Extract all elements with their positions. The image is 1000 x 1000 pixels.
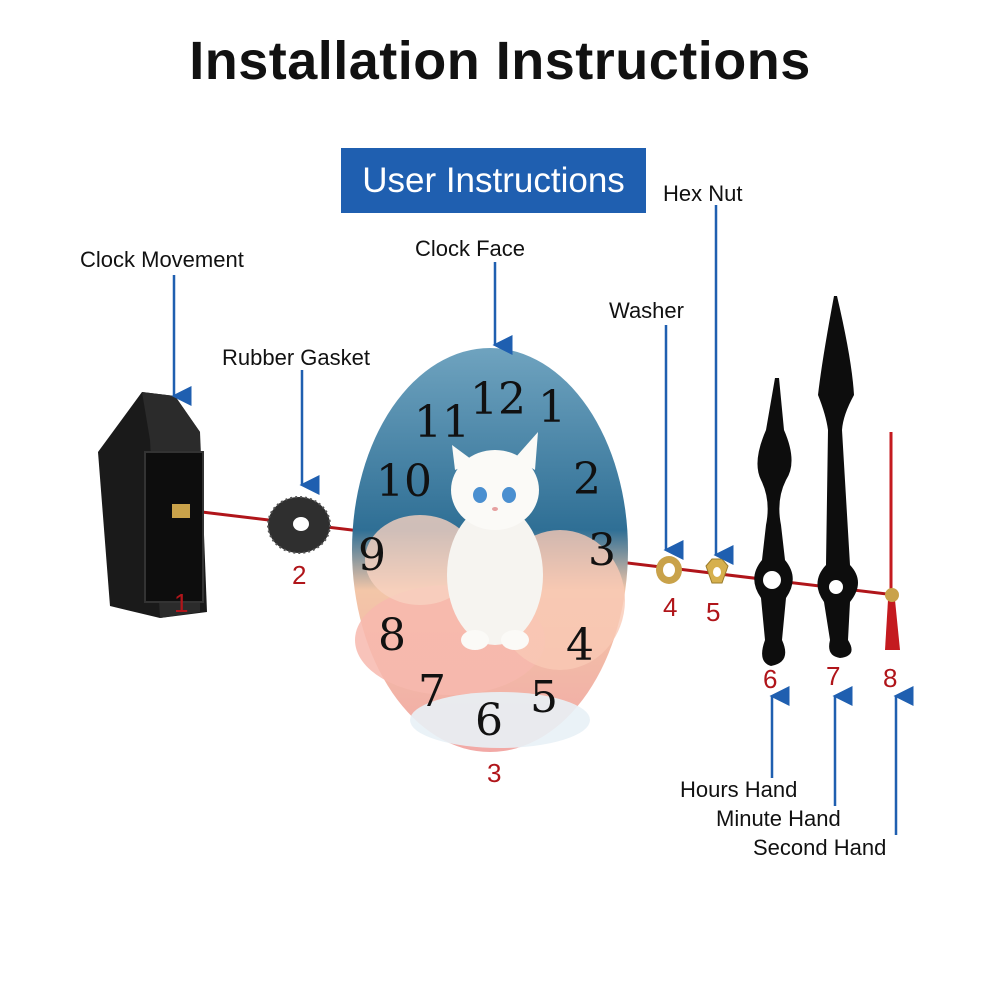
part-number-6: 6 xyxy=(763,664,778,694)
dial-numeral-3: 3 xyxy=(588,525,616,576)
dial-numeral-2: 2 xyxy=(573,454,601,505)
washer-icon xyxy=(656,556,682,584)
part-number-5: 5 xyxy=(706,597,721,627)
dial-numeral-8: 8 xyxy=(378,610,406,661)
dial-numeral-7: 7 xyxy=(418,666,446,717)
rubber-gasket-icon xyxy=(267,496,331,554)
label-clock-face: Clock Face xyxy=(415,236,526,261)
label-hours-hand: Hours Hand xyxy=(680,777,798,802)
part-number-7: 7 xyxy=(826,661,841,691)
dial-numeral-6: 6 xyxy=(475,695,503,746)
label-second-hand: Second Hand xyxy=(753,835,887,860)
part-number-2: 2 xyxy=(292,560,307,590)
dial-numeral-11: 11 xyxy=(414,397,470,448)
part-number-3: 3 xyxy=(487,758,502,788)
dial-numeral-9: 9 xyxy=(358,530,386,581)
page-title: Installation Instructions xyxy=(189,31,811,91)
dial-numeral-1: 1 xyxy=(538,382,566,433)
hour-hand-icon xyxy=(754,378,793,666)
dial-numeral-12: 12 xyxy=(470,374,526,425)
part-number-8: 8 xyxy=(883,663,898,693)
dial-numeral-4: 4 xyxy=(566,620,594,671)
clock-face-icon xyxy=(352,348,628,752)
label-washer: Washer xyxy=(609,298,684,323)
user-instructions-banner: User Instructions xyxy=(341,148,646,213)
hex-nut-icon xyxy=(705,558,729,584)
part-number-4: 4 xyxy=(663,592,678,622)
second-hand-icon xyxy=(885,432,900,650)
part-number-1: 1 xyxy=(174,588,189,618)
dial-numeral-5: 5 xyxy=(530,672,558,723)
label-hex-nut: Hex Nut xyxy=(663,181,743,206)
clock-movement-icon xyxy=(98,392,207,618)
dial-numeral-10: 10 xyxy=(376,456,432,507)
dial-numerals: 12 1 2 3 4 5 6 7 8 9 10 11 xyxy=(358,374,616,746)
minute-hand-icon xyxy=(817,296,858,658)
label-minute-hand: Minute Hand xyxy=(716,806,841,831)
label-rubber-gasket: Rubber Gasket xyxy=(222,345,370,370)
label-clock-movement: Clock Movement xyxy=(80,247,244,272)
